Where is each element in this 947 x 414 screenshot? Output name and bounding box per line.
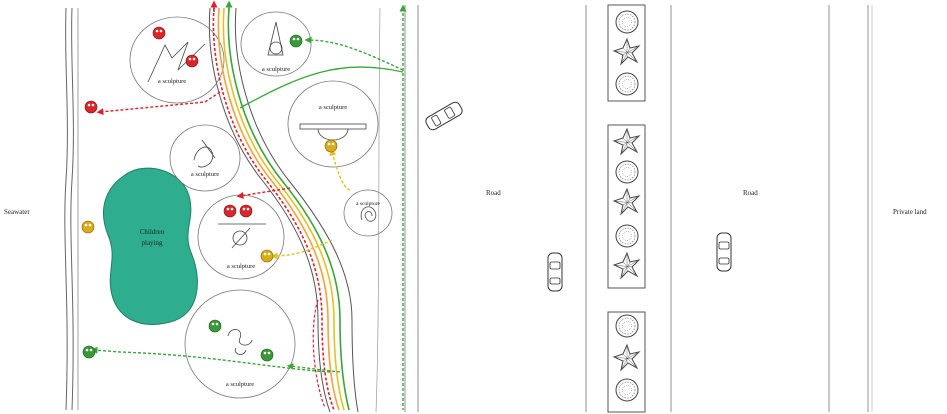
star-shrub-icon xyxy=(613,188,640,215)
sculpture-label-4: a sculpture xyxy=(191,171,219,178)
sculpture-label-6: a sculpture xyxy=(227,263,255,270)
road-label-right: Road xyxy=(743,189,758,197)
main-tour-paths xyxy=(210,0,350,411)
children-label-line2: playing xyxy=(142,239,163,247)
sculpture-label-5: a sculpture xyxy=(356,201,381,207)
park-walkway-curves xyxy=(208,7,381,413)
seawater-edge xyxy=(64,7,79,411)
seawater-label: Seawater xyxy=(4,208,30,216)
road-edges xyxy=(404,5,873,412)
star-shrub-icon xyxy=(613,252,640,279)
face-marker-icon xyxy=(324,139,338,153)
face-marker-icon xyxy=(185,54,199,68)
sculpture-label-7: a sculpture xyxy=(226,381,254,388)
children-label-line1: Children xyxy=(140,228,165,236)
private-land-label: Private land xyxy=(893,208,927,216)
face-marker-icon xyxy=(223,204,237,218)
face-marker-icon xyxy=(84,100,98,114)
star-shrub-icon xyxy=(613,128,640,155)
round-shrub-icon xyxy=(615,378,639,402)
face-marker-icon xyxy=(208,319,222,333)
cars xyxy=(423,99,732,292)
road-label-left: Road xyxy=(486,189,501,197)
face-marker-icon xyxy=(239,204,253,218)
sculpture-label-3: a sculpture xyxy=(319,104,347,111)
face-marker-icon xyxy=(81,220,95,234)
sculpture-label-1: a sculpture xyxy=(158,78,186,85)
children-playing-area: Children playing xyxy=(103,167,198,325)
sculpture-label-2: a sculpture xyxy=(262,66,290,73)
face-marker-icon xyxy=(260,348,274,362)
round-shrub-icon xyxy=(615,72,639,96)
car-icon xyxy=(716,232,732,272)
round-shrub-icon xyxy=(615,10,639,34)
branch-routes xyxy=(90,4,407,410)
car-icon xyxy=(423,99,465,133)
star-shrub-icon xyxy=(613,344,640,371)
round-shrub-icon xyxy=(615,224,639,248)
car-icon xyxy=(547,252,563,292)
median-planters xyxy=(607,4,646,413)
sculpture-zones: a sculpture a sculpture a sculpture a sc… xyxy=(129,11,393,399)
face-marker-icon xyxy=(289,34,303,48)
star-shrub-icon xyxy=(613,38,640,65)
face-marker-icon xyxy=(82,345,96,359)
round-shrub-icon xyxy=(615,314,639,338)
face-marker-icon xyxy=(260,249,274,263)
face-markers xyxy=(81,26,338,362)
round-shrub-icon xyxy=(615,160,639,184)
face-marker-icon xyxy=(152,26,166,40)
